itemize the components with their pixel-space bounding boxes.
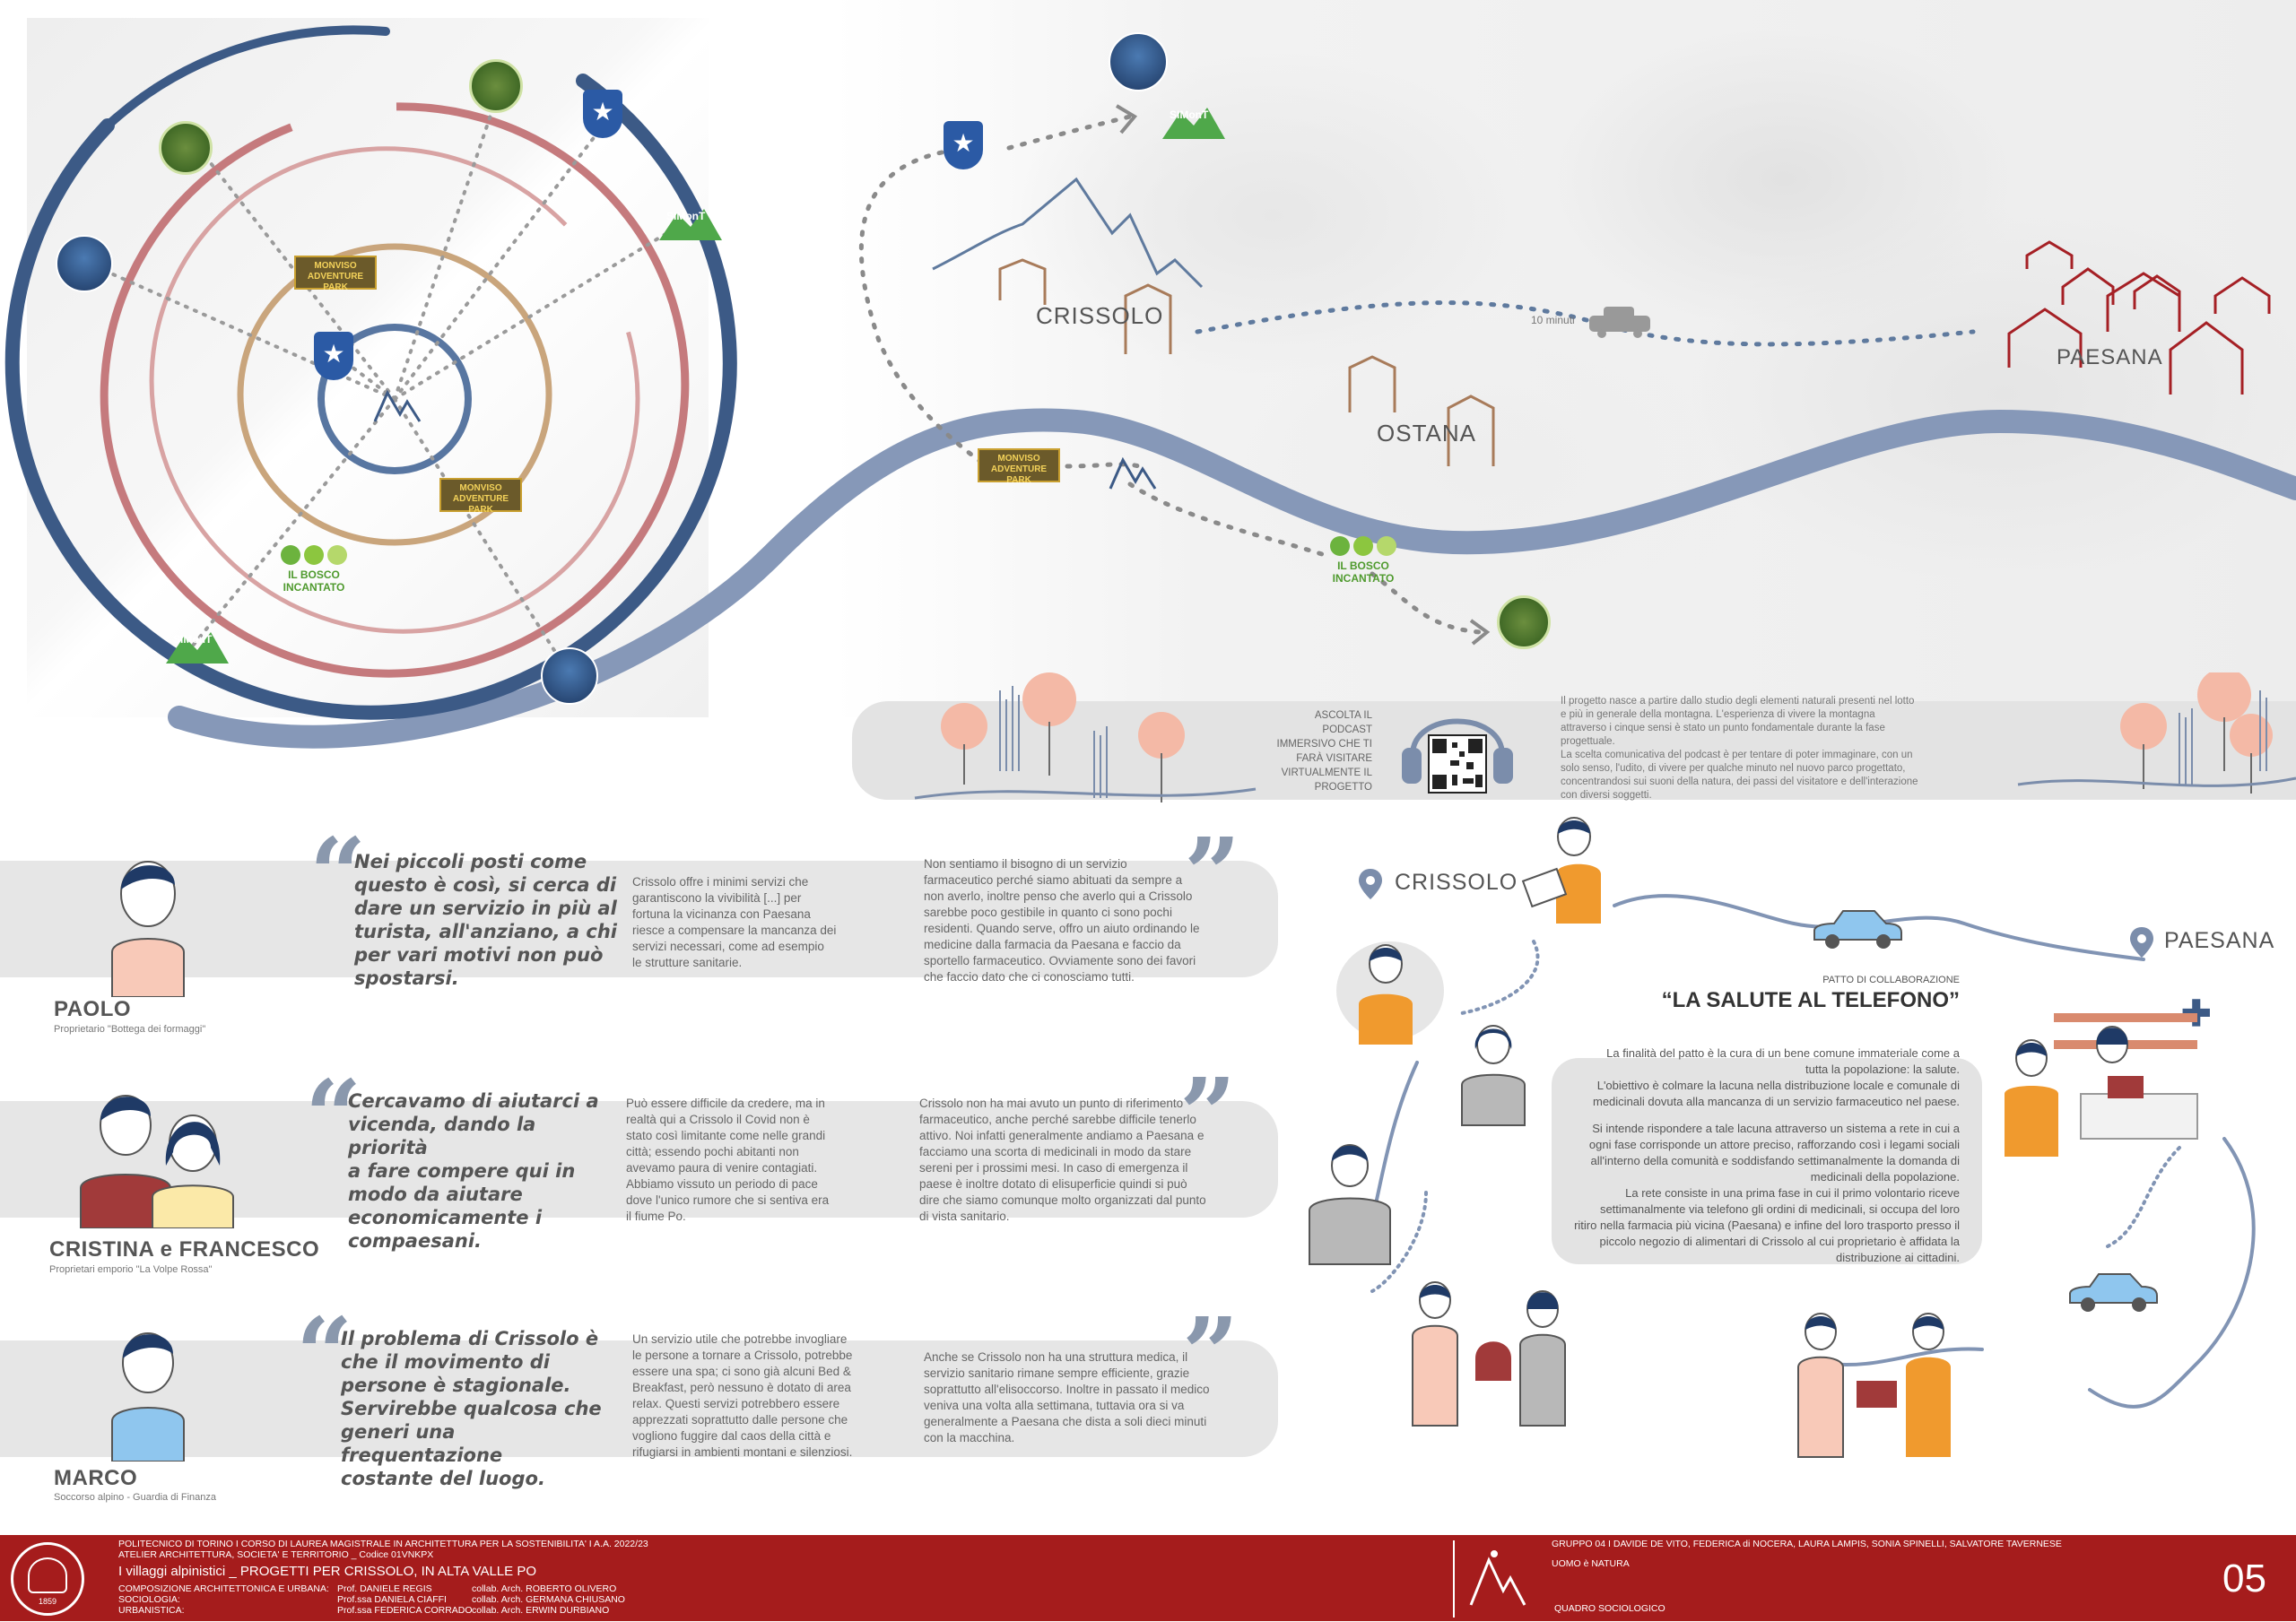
footer-group: GRUPPO 04 I DAVIDE DE VITO, FEDERICA di …	[1552, 1539, 2062, 1549]
pact-paesana-label: PAESANA	[2164, 928, 2275, 953]
territorial-diagram	[4, 25, 2296, 749]
bosco-incantato-badge: IL BOSCO INCANTATO	[1309, 536, 1417, 585]
adventure-park-badge: MONVISO ADVENTURE PARK	[439, 478, 522, 515]
podcast-trees	[914, 672, 2296, 802]
label-ostana: OSTANA	[1377, 420, 1476, 447]
interviewee-name: MARCO	[54, 1466, 138, 1490]
cai-star-shield-icon: ★	[944, 121, 983, 169]
pact-crissolo-label: CRISSOLO	[1395, 870, 1518, 895]
pact-body: La finalità del patto è la cura di un be…	[1574, 1046, 1960, 1264]
caller-illustration	[1336, 941, 1444, 1045]
group-logo-icon	[1453, 1540, 1535, 1618]
travel-time-label: 10 minuti	[1531, 314, 1575, 326]
pharmacy-handover-illustration	[1797, 1313, 1951, 1458]
footer-section: QUADRO SOCIOLOGICO	[1554, 1603, 1665, 1614]
elderly-caller-illustration	[1461, 1025, 1526, 1126]
outer-ring	[4, 74, 737, 720]
footer-university: POLITECNICO DI TORINO I CORSO DI LAUREA …	[118, 1539, 648, 1549]
cai-star-shield-icon: ★	[583, 90, 622, 138]
interview-text-2: Crissolo non ha mai avuto un punto di ri…	[919, 1097, 1206, 1223]
podcast-description: Il progetto nasce a partire dallo studio…	[1561, 696, 1918, 801]
road-crissolo-paesana	[1195, 300, 1976, 347]
car-icon	[1589, 307, 1650, 338]
interviewee-role: Soccorso alpino - Guardia di Finanza	[54, 1492, 216, 1503]
podcast-headphone-qr[interactable]	[1395, 692, 1520, 800]
interviewee-role: Proprietario "Bottega dei formaggi"	[54, 1024, 206, 1035]
quote-open-icon: “	[296, 1296, 353, 1411]
car-icon	[2069, 1273, 2158, 1312]
car-icon	[1813, 910, 1902, 949]
bosco-incantato-badge: IL BOSCO INCANTATO	[260, 545, 368, 594]
ring-tan	[237, 243, 552, 546]
routes	[858, 114, 1483, 635]
location-pin-icon	[1359, 869, 1382, 899]
pact-subtitle: PATTO DI COLLABORAZIONE	[1822, 975, 1960, 985]
green-association-badge	[469, 59, 523, 113]
university-seal: 1859	[11, 1542, 84, 1616]
page-number: 05	[2222, 1557, 2266, 1600]
volunteer-writing-illustration	[1521, 817, 1601, 924]
pharmacy-counter-illustration	[2005, 1013, 2198, 1157]
montagna-che-aiuta-badge	[56, 235, 113, 292]
interview-text-1: Un servizio utile che potrebbe invogliar…	[632, 1332, 853, 1459]
interviewee-name: PAOLO	[54, 997, 132, 1021]
marco-avatar	[111, 1332, 185, 1462]
simont-badge: SIMonT	[1162, 103, 1225, 139]
location-pin-icon	[2130, 927, 2153, 958]
ring-rose-outer	[100, 102, 690, 678]
ring-inner	[317, 324, 472, 474]
footer-theme: UOMO è NATURA	[1552, 1558, 1630, 1569]
pact-body-panel	[1552, 1058, 1982, 1264]
quote-open-icon: “	[305, 1058, 362, 1174]
alpine-logo-center	[373, 389, 1157, 490]
river-path	[168, 408, 2296, 749]
ring-rose-inner	[149, 146, 640, 634]
interview-band-3	[0, 1340, 1278, 1457]
quote-open-icon: “	[309, 816, 367, 932]
interview-band-1	[0, 861, 1278, 977]
mountain-relief-background	[834, 0, 2296, 717]
interview-text-2: Anche se Crissolo non ha una struttura m…	[924, 1350, 1210, 1444]
cristina-francesco-avatar	[80, 1095, 234, 1228]
green-association-badge	[159, 121, 213, 175]
label-paesana: PAESANA	[2057, 345, 2163, 369]
pact-title: “LA SALUTE AL TELEFONO”	[1661, 988, 1960, 1012]
paolo-avatar	[111, 861, 185, 997]
quote-close-icon: ”	[1179, 1056, 1237, 1172]
green-association-badge	[1497, 595, 1551, 649]
monviso-silhouette	[932, 177, 1204, 289]
label-crissolo: CRISSOLO	[1036, 302, 1164, 329]
footer-title: I villaggi alpinistici _ PROGETTI PER CR…	[118, 1564, 536, 1579]
adventure-park-badge: MONVISO ADVENTURE PARK	[978, 448, 1060, 485]
cai-star-shield-icon: ★	[314, 332, 353, 380]
footer-atelier: ATELIER ARCHITETTURA, SOCIETA' E TERRITO…	[118, 1549, 434, 1560]
interviewee-name: CRISTINA e FRANCESCO	[49, 1237, 320, 1262]
sick-person-illustration	[1309, 1144, 1391, 1265]
montagna-che-aiuta-badge	[1109, 32, 1168, 91]
simont-badge: SIMonT	[166, 628, 229, 664]
footer-bar: 1859 POLITECNICO DI TORINO I CORSO DI LA…	[0, 1535, 2296, 1621]
quote-close-icon: ”	[1182, 1296, 1239, 1411]
interviewee-role: Proprietari emporio "La Volpe Rossa"	[49, 1264, 213, 1275]
adventure-park-badge: MONVISO ADVENTURE PARK	[294, 256, 377, 292]
footer-roles: COMPOSIZIONE ARCHITETTONICA E URBANA:SOC…	[118, 1583, 329, 1616]
shop-handover-illustration	[1412, 1281, 1566, 1427]
radial-trails	[79, 79, 683, 683]
route-arrows	[1115, 104, 1491, 646]
simont-badge: SIMonT	[659, 204, 722, 240]
montagna-che-aiuta-badge	[541, 647, 598, 705]
quote-close-icon: ”	[1184, 816, 1241, 932]
paesana-houses	[2007, 240, 2271, 395]
podcast-strip	[852, 701, 2296, 800]
